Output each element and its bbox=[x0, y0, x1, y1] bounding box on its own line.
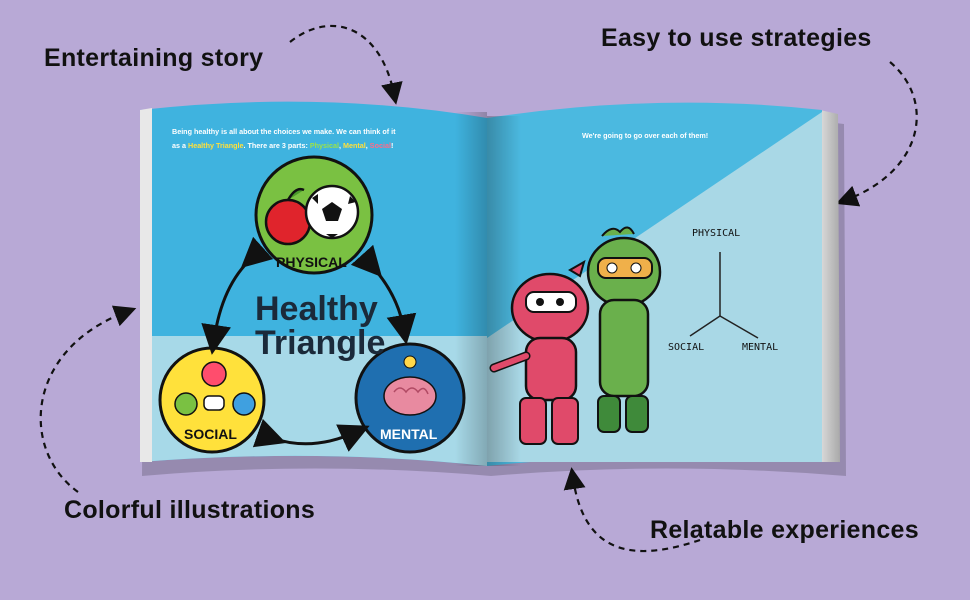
brain-icon bbox=[383, 376, 437, 416]
physical-circle bbox=[254, 155, 374, 275]
intro-mental: Mental bbox=[343, 141, 366, 150]
intro-sep2: , bbox=[365, 141, 370, 150]
arrow-entertaining-icon bbox=[289, 24, 403, 105]
title-line1: Healthy bbox=[255, 290, 378, 328]
right-page-intro: We're going to go over each of them! bbox=[582, 131, 709, 140]
triangle-arrows bbox=[201, 236, 417, 452]
green-ninja-character bbox=[586, 226, 662, 433]
callout-relatable-experiences: Relatable experiences bbox=[650, 516, 919, 544]
social-circle bbox=[158, 346, 266, 454]
intro-as-a: as a bbox=[172, 141, 188, 150]
intro-physical: Physical bbox=[309, 141, 340, 150]
red-ninja-character bbox=[489, 259, 590, 445]
diagram-mental: MENTAL bbox=[742, 342, 779, 353]
intro-social: Social bbox=[369, 141, 391, 150]
label-physical: PHYSICAL bbox=[276, 254, 347, 270]
title-line2: Triangle bbox=[255, 324, 386, 362]
left-page-intro-line1: Being healthy is all about the choices w… bbox=[172, 127, 396, 136]
healthy-triangle-title: Healthy Triangle bbox=[255, 290, 386, 362]
intro-sep1: , bbox=[339, 141, 344, 150]
intro-healthy-triangle: Healthy Triangle bbox=[188, 141, 244, 150]
triangle-diagram bbox=[689, 252, 759, 339]
lightbulb-icon bbox=[403, 355, 417, 369]
callout-entertaining-story: Entertaining story bbox=[44, 44, 264, 72]
arrow-colorful-icon bbox=[39, 305, 137, 493]
arrow-relatable-icon bbox=[563, 467, 701, 553]
mental-circle bbox=[354, 342, 466, 454]
apple-icon bbox=[264, 198, 312, 246]
callout-easy-strategies: Easy to use strategies bbox=[601, 24, 872, 52]
diagram-physical: PHYSICAL bbox=[692, 228, 741, 239]
intro-parts: . There are 3 parts: bbox=[243, 141, 310, 150]
left-page-intro-line2: as a Healthy Triangle. There are 3 parts… bbox=[172, 138, 393, 153]
intro-end: ! bbox=[390, 141, 394, 150]
callout-colorful-illustrations: Colorful illustrations bbox=[64, 496, 316, 524]
arrow-strategies-icon bbox=[835, 61, 918, 207]
label-social: SOCIAL bbox=[184, 426, 237, 442]
label-mental: MENTAL bbox=[380, 426, 438, 442]
diagram-social: SOCIAL bbox=[668, 342, 705, 353]
